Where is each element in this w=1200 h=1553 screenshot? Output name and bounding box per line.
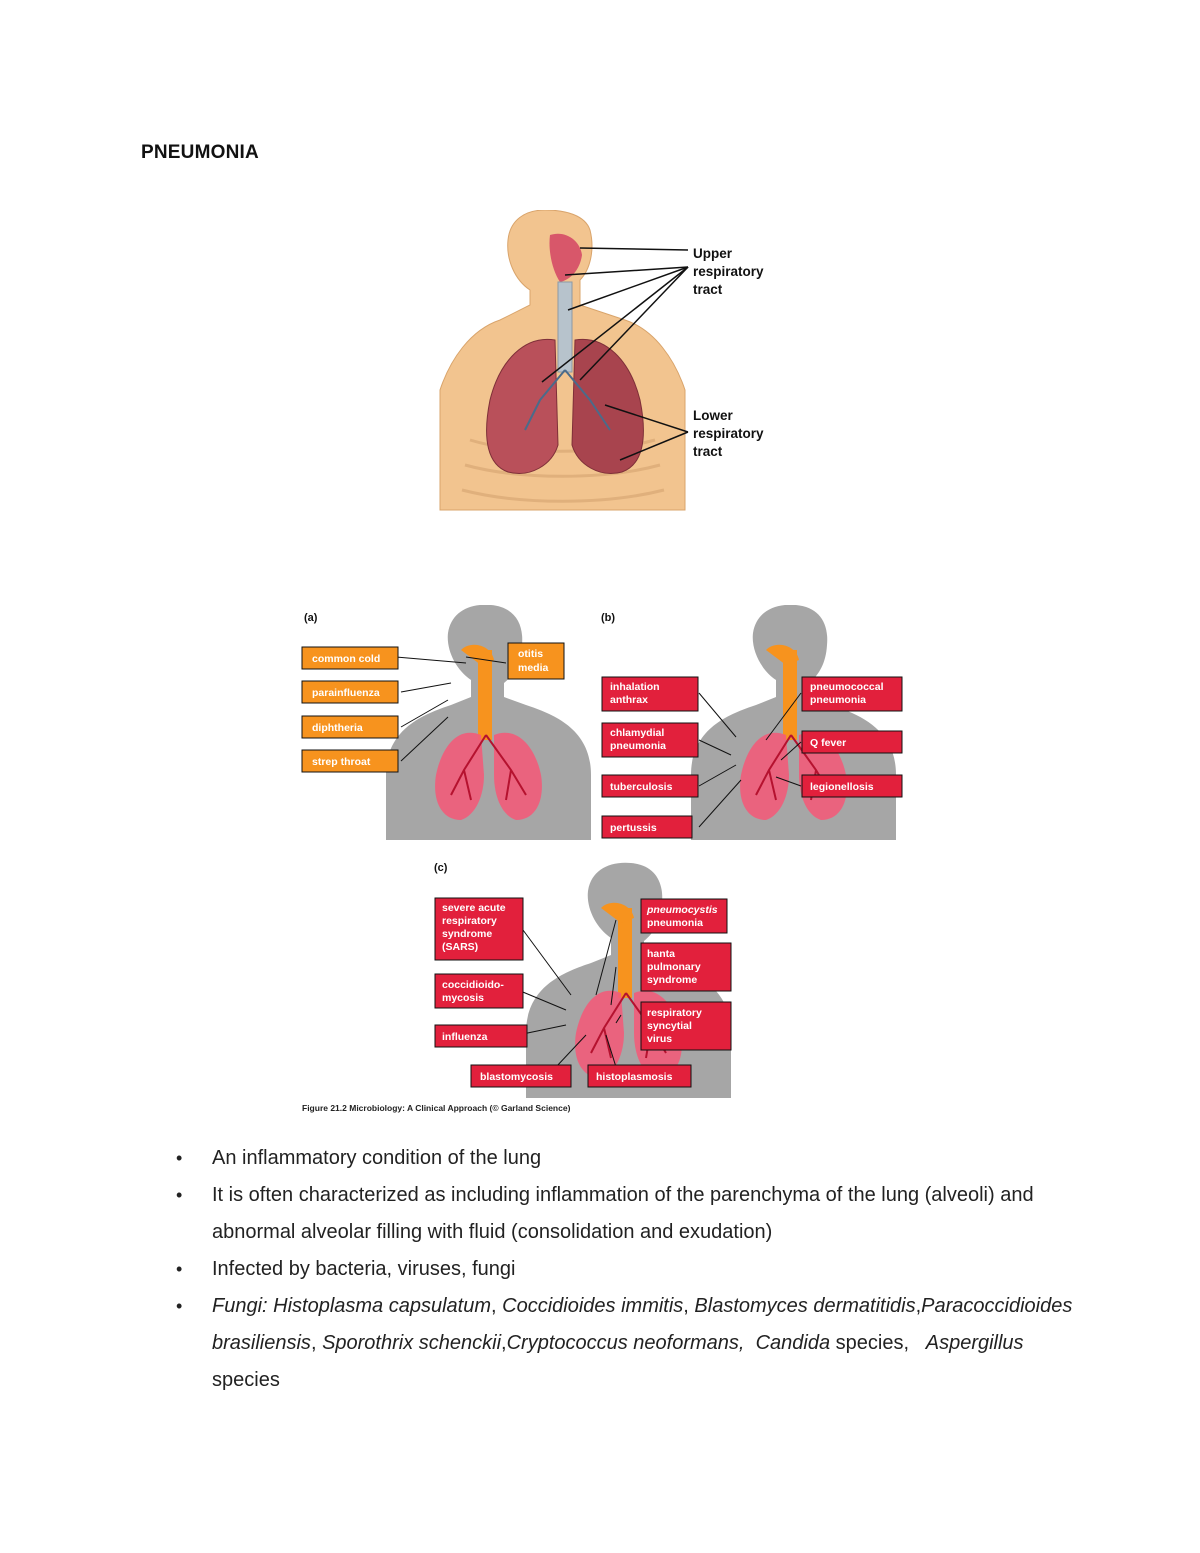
label-syncytial: syncytial	[647, 1020, 692, 1032]
bullet-item: • Infected by bacteria, viruses, fungi	[0, 1251, 1200, 1288]
trachea	[557, 281, 573, 373]
label-pertussis: pertussis	[610, 822, 657, 834]
bullet-dot: •	[176, 1185, 183, 1205]
upper-label-3: tract	[693, 282, 723, 297]
label-parainfluenza: parainfluenza	[312, 687, 380, 699]
label-syndrome: syndrome	[647, 974, 697, 986]
label-coccidioido: coccidioido-	[442, 979, 504, 991]
fungi-part-8: Aspergillus	[925, 1332, 1024, 1354]
bullet-item: • Fungi: Histoplasma capsulatum, Coccidi…	[0, 1288, 1200, 1399]
fungi-sep-1: ,	[491, 1295, 503, 1317]
label-sars-1: severe acute	[442, 902, 506, 914]
fungi-part-4: Paracoccidioides brasiliensis	[212, 1295, 1073, 1354]
fungi-sep-2: ,	[683, 1295, 695, 1317]
label-sars-2: respiratory	[442, 915, 497, 927]
fungi-sep-7: species,	[830, 1332, 926, 1354]
figure-caption: Figure 21.2 Microbiology: A Clinical App…	[302, 1103, 571, 1113]
fungi-part-2: Coccidioides immitis	[502, 1295, 684, 1317]
label-histoplasmosis: histoplasmosis	[596, 1071, 673, 1083]
label-inhalation: inhalation	[610, 681, 660, 693]
fungi-sep-6	[744, 1332, 755, 1354]
label-pulmonary: pulmonary	[647, 961, 701, 973]
label-virus: virus	[647, 1033, 672, 1045]
label-otitis: otitis	[518, 648, 543, 660]
fungi-part-3: Blastomyces dermatitidis	[694, 1295, 916, 1317]
panel-c-letter: (c)	[434, 862, 448, 874]
panel-a-boxes	[301, 642, 565, 773]
label-respiratory: respiratory	[647, 1007, 702, 1019]
fungi-sep-5: ,	[501, 1332, 507, 1354]
label-media: media	[518, 662, 549, 674]
left-lung	[486, 338, 559, 474]
upper-label-1: Upper	[693, 246, 733, 261]
nasal-cavity	[549, 233, 582, 282]
fungi-sep-4: ,	[310, 1332, 323, 1354]
label-chlamydial-pneumonia: pneumonia	[610, 740, 666, 752]
respiratory-infections-figure: (a) common cold parainfluenza diphtheria…	[301, 605, 903, 1113]
bullet-text-3: Infected by bacteria, viruses, fungi	[212, 1258, 516, 1280]
label-pneumococcal: pneumococcal	[810, 681, 884, 693]
fungi-sep-3: ,	[915, 1295, 922, 1317]
label-sars-4: (SARS)	[442, 941, 478, 953]
label-pneumocystis-pneumonia: pneumonia	[647, 917, 703, 929]
label-sars-3: syndrome	[442, 928, 492, 940]
label-anthrax: anthrax	[610, 694, 648, 706]
label-legionellosis: legionellosis	[810, 781, 874, 793]
fungi-part-7: Candida	[755, 1332, 831, 1354]
page-title: PNEUMONIA	[141, 142, 259, 163]
fungi-part-6: Cryptococcus neoformans,	[506, 1332, 745, 1354]
lower-label-1: Lower	[693, 408, 734, 423]
label-blastomycosis: blastomycosis	[480, 1071, 553, 1083]
label-tuberculosis: tuberculosis	[610, 781, 673, 793]
label-q-fever: Q fever	[810, 737, 846, 749]
bullet-item: • An inflammatory condition of the lung	[0, 1140, 1200, 1177]
label-pneumocystis: pneumocystis	[646, 904, 718, 916]
lower-label-3: tract	[693, 444, 723, 459]
label-diphtheria: diphtheria	[312, 722, 363, 734]
label-mycosis: mycosis	[442, 992, 484, 1004]
bullet-list: • An inflammatory condition of the lung …	[0, 1140, 1200, 1399]
bullet-text-2: It is often characterized as including i…	[212, 1184, 1034, 1243]
label-pneumococcal-pneumonia: pneumonia	[810, 694, 866, 706]
bullet-dot: •	[176, 1259, 183, 1279]
fungi-part-5: Sporothrix schenckii	[322, 1332, 502, 1354]
label-common-cold: common cold	[312, 653, 380, 665]
label-influenza: influenza	[442, 1031, 488, 1043]
bullet-dot: •	[176, 1296, 183, 1316]
respiratory-tract-figure: Upper respiratory tract Lower respirator…	[439, 210, 764, 511]
bullet-item: • It is often characterized as including…	[0, 1177, 1200, 1251]
bullet-text-1: An inflammatory condition of the lung	[212, 1147, 542, 1169]
panel-b-letter: (b)	[601, 612, 615, 624]
panel-a-letter: (a)	[304, 612, 318, 624]
upper-label-2: respiratory	[693, 264, 764, 279]
fungi-sep-8: species	[212, 1369, 280, 1391]
fungi-part-1: Fungi: Histoplasma capsulatum	[212, 1295, 492, 1317]
lower-label-2: respiratory	[693, 426, 764, 441]
label-hanta: hanta	[647, 948, 675, 960]
bullet-dot: •	[176, 1148, 183, 1168]
label-strep-throat: strep throat	[312, 756, 371, 768]
label-chlamydial: chlamydial	[610, 727, 664, 739]
